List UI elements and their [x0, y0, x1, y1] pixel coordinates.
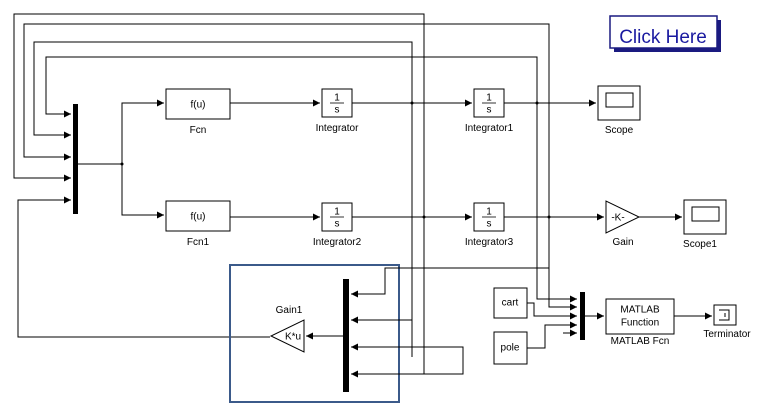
- integrator1-block[interactable]: 1 s: [473, 88, 505, 118]
- integrator2-num: 1: [334, 207, 340, 218]
- fcn1-block[interactable]: f(u): [165, 200, 231, 232]
- scope1-block[interactable]: [683, 199, 727, 235]
- right-mux-wires: [424, 103, 577, 375]
- feedback-wires: [13, 13, 550, 374]
- integrator3-label: Integrator3: [465, 237, 514, 248]
- matlab-fcn-line2: Function: [621, 318, 659, 329]
- click-here-label: Click Here: [619, 27, 707, 48]
- integrator2-label: Integrator2: [313, 237, 362, 248]
- integrator1-den: s: [487, 105, 492, 116]
- gain1-content: K*u: [285, 332, 301, 343]
- scope-block[interactable]: [597, 85, 641, 121]
- gain1-label: Gain1: [276, 305, 303, 316]
- terminator-block[interactable]: [713, 304, 737, 326]
- integrator3-den: s: [487, 219, 492, 230]
- mux-gain[interactable]: [343, 279, 349, 392]
- inner-mux-inputs: [351, 267, 549, 378]
- mux-main[interactable]: [73, 104, 78, 214]
- matlab-fcn-line1: MATLAB: [620, 305, 660, 316]
- click-here-button[interactable]: Click Here: [609, 15, 721, 52]
- integrator3-block[interactable]: 1 s: [473, 202, 505, 232]
- terminator-label: Terminator: [703, 329, 751, 340]
- fcn1-label: Fcn1: [187, 237, 210, 248]
- integrator2-den: s: [335, 219, 340, 230]
- integrator-block[interactable]: 1 s: [321, 88, 353, 118]
- matlab-fcn-block[interactable]: MATLAB Function: [605, 298, 675, 335]
- gain-block[interactable]: -K-: [605, 200, 641, 234]
- integrator1-num: 1: [486, 93, 492, 104]
- fcn-label: Fcn: [190, 125, 207, 136]
- integrator-label: Integrator: [316, 123, 359, 134]
- integrator-num: 1: [334, 93, 340, 104]
- junction: [422, 215, 426, 219]
- integrator1-label: Integrator1: [465, 123, 514, 134]
- scope1-label: Scope1: [683, 239, 717, 250]
- cart-content: cart: [502, 298, 519, 309]
- integrator2-block[interactable]: 1 s: [321, 202, 353, 232]
- scope-label: Scope: [605, 125, 634, 136]
- integrator3-num: 1: [486, 207, 492, 218]
- junction: [410, 101, 414, 105]
- matlab-fcn-label: MATLAB Fcn: [611, 336, 670, 347]
- gain-content: -K-: [611, 213, 624, 224]
- fcn1-content: f(u): [191, 212, 206, 223]
- gain1-block[interactable]: K*u: [269, 319, 305, 353]
- mux-output-wires: [78, 99, 164, 219]
- fcn-content: f(u): [191, 100, 206, 111]
- highlight-box: [229, 264, 400, 403]
- pole-block[interactable]: pole: [493, 331, 528, 365]
- mux-right[interactable]: [580, 292, 585, 340]
- integrator-den: s: [335, 105, 340, 116]
- fcn-block[interactable]: f(u): [165, 88, 231, 120]
- gain-label: Gain: [612, 237, 633, 248]
- cart-block[interactable]: cart: [493, 287, 528, 319]
- pole-content: pole: [501, 343, 520, 354]
